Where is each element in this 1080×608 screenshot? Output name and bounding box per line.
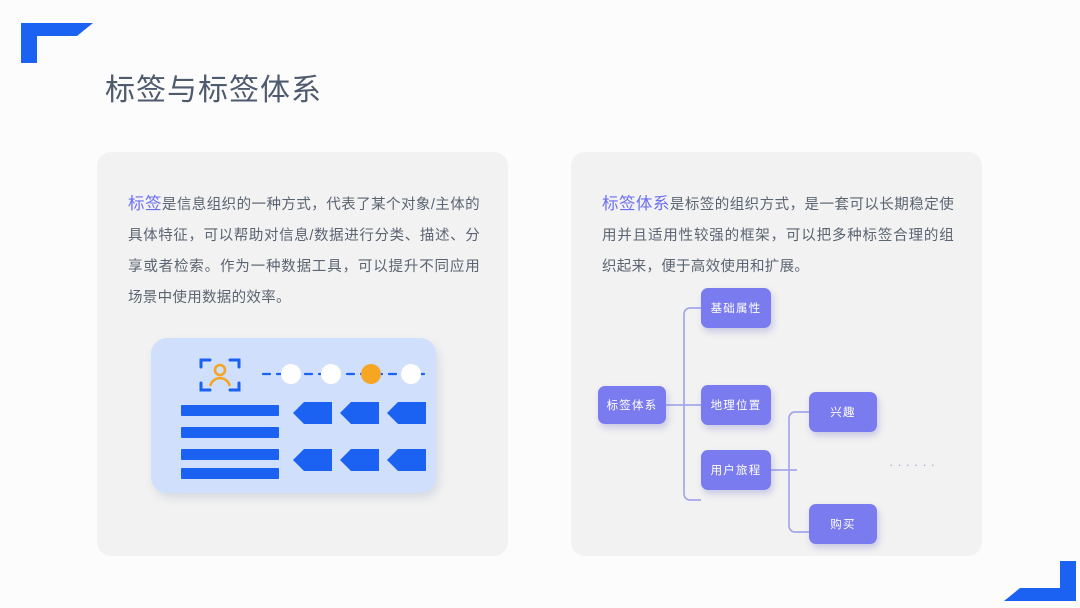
tag-definition-body: 是信息组织的一种方式，代表了某个对象/主体的具体特征，可以帮助对信息/数据进行分… — [128, 197, 480, 306]
tag-shape — [387, 402, 426, 424]
tree-node-geo[interactable]: 地理位置 — [701, 385, 771, 425]
content-bar — [181, 405, 279, 416]
flag-corner-icon — [21, 23, 93, 63]
tree-node-journey[interactable]: 用户旅程 — [701, 450, 771, 490]
tag-shapes — [293, 402, 426, 479]
tag-system-highlight: 标签体系 — [602, 195, 670, 213]
tag-definition-card: 标签是信息组织的一种方式，代表了某个对象/主体的具体特征，可以帮助对信息/数据进… — [97, 152, 508, 556]
tagging-illustration — [151, 338, 436, 493]
tag-system-body: 是标签的组织方式，是一套可以长期稳定使用并且适用性较强的框架，可以把多种标签合理… — [602, 197, 954, 275]
tree-node-interest[interactable]: 兴趣 — [809, 392, 877, 432]
tag-system-paragraph: 标签体系是标签的组织方式，是一套可以长期稳定使用并且适用性较强的框架，可以把多种… — [602, 189, 954, 283]
tag-shape — [293, 449, 332, 471]
person-scan-icon — [198, 355, 242, 395]
tag-system-card: 标签体系是标签的组织方式，是一套可以长期稳定使用并且适用性较强的框架，可以把多种… — [571, 152, 982, 556]
progress-dot-line — [261, 358, 426, 391]
tree-connectors — [666, 307, 809, 533]
tree-node-root[interactable]: 标签体系 — [598, 386, 666, 424]
tree-ellipsis: ······ — [889, 457, 939, 472]
page-title: 标签与标签体系 — [105, 74, 322, 107]
tag-definition-paragraph: 标签是信息组织的一种方式，代表了某个对象/主体的具体特征，可以帮助对信息/数据进… — [128, 189, 480, 314]
tag-shape — [293, 402, 332, 424]
content-bar — [181, 449, 279, 460]
tag-shape — [340, 402, 379, 424]
flag-corner-icon — [1004, 561, 1076, 601]
tree-node-basic[interactable]: 基础属性 — [701, 288, 771, 328]
content-bars — [181, 405, 279, 479]
tag-system-tree: 标签体系 基础属性 地理位置 用户旅程 兴趣 购买 ······ — [571, 282, 982, 552]
tree-node-buy[interactable]: 购买 — [809, 504, 877, 544]
content-bar — [181, 427, 279, 438]
tag-shape — [387, 449, 426, 471]
tag-definition-highlight: 标签 — [128, 195, 162, 213]
content-bar — [181, 468, 279, 479]
tag-shape — [340, 449, 379, 471]
